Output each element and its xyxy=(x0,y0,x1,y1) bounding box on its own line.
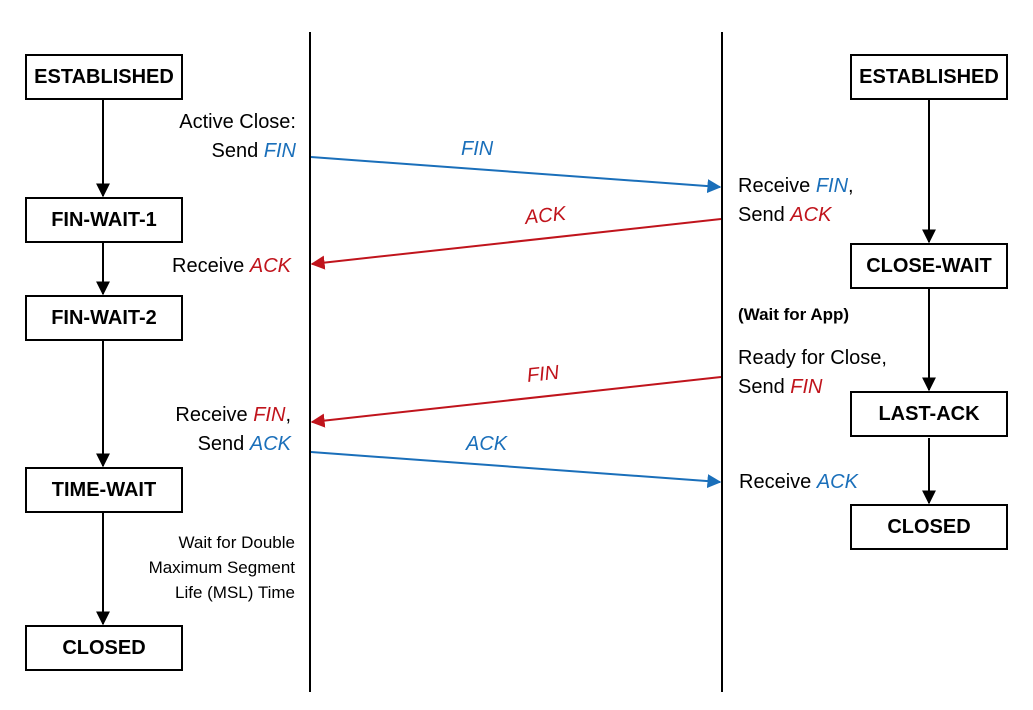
client-receive-fin-send-ack-note: Receive FIN, Send ACK xyxy=(175,401,291,459)
fin-message-label: FIN xyxy=(461,138,494,160)
server-receive-fin-send-ack-note: Receive FIN, Send ACK xyxy=(738,172,854,230)
active-close-line: Active Close: xyxy=(179,111,296,133)
server-state-close-wait: CLOSE-WAIT xyxy=(850,243,1008,289)
receive-word: Receive xyxy=(172,255,245,277)
client-state-fin-wait-2: FIN-WAIT-2 xyxy=(25,295,183,341)
ready-for-close-note: Ready for Close, Send FIN xyxy=(738,344,887,402)
ack-message-label: ACK xyxy=(466,433,508,455)
ready-for-close-line: Ready for Close, xyxy=(738,347,887,369)
receive-fin-line: Receive FIN, xyxy=(738,172,854,201)
ack-message-label: ACK xyxy=(523,202,567,229)
receive-word: Receive xyxy=(738,175,811,197)
fin-message-arrow xyxy=(310,376,722,428)
msl-wait-line: Wait for Double xyxy=(178,533,295,552)
msl-wait-line: Life (MSL) Time xyxy=(175,583,295,602)
msl-wait-note: Wait for Double Maximum Segment Life (MS… xyxy=(149,530,295,605)
msl-wait-line: Maximum Segment xyxy=(148,558,295,577)
client-state-established: ESTABLISHED xyxy=(25,54,183,100)
receive-fin-line: Receive FIN, xyxy=(175,401,291,430)
server-state-closed: CLOSED xyxy=(850,504,1008,550)
send-ack-line: Send ACK xyxy=(738,201,854,230)
comma: , xyxy=(285,404,291,426)
receive-word: Receive xyxy=(175,404,248,426)
ack-msg-text: ACK xyxy=(249,255,291,277)
active-close-note: Active Close: Send FIN xyxy=(179,108,296,166)
fin-msg-text: FIN xyxy=(253,404,286,426)
fin-msg-text: FIN xyxy=(790,376,823,398)
fin-message-arrow xyxy=(310,156,722,194)
wait-for-app-note: (Wait for App) xyxy=(738,305,850,324)
server-state-last-ack: LAST-ACK xyxy=(850,391,1008,437)
receive-word: Receive xyxy=(739,471,812,493)
ack-message-arrow xyxy=(310,451,722,489)
ack-msg-text: ACK xyxy=(249,433,291,455)
client-state-time-wait: TIME-WAIT xyxy=(25,467,183,513)
fin-msg-text: FIN xyxy=(263,140,296,162)
ack-message-arrow xyxy=(310,218,722,270)
send-word: Send xyxy=(211,140,259,162)
send-word: Send xyxy=(197,433,245,455)
fin-msg-text: FIN xyxy=(815,175,849,197)
send-word: Send xyxy=(738,204,785,226)
send-fin-line: Send FIN xyxy=(179,137,297,166)
fin-message-label: FIN xyxy=(525,361,561,387)
client-state-fin-wait-1: FIN-WAIT-1 xyxy=(25,197,183,243)
comma: , xyxy=(848,175,854,197)
ack-msg-text: ACK xyxy=(790,204,832,226)
client-state-closed: CLOSED xyxy=(25,625,183,671)
send-ack-line: Send ACK xyxy=(175,430,291,459)
send-word: Send xyxy=(738,376,785,398)
ack-msg-text: ACK xyxy=(816,471,858,493)
server-state-established: ESTABLISHED xyxy=(850,54,1008,100)
send-fin-line: Send FIN xyxy=(738,373,887,402)
server-receive-ack-note: Receive ACK xyxy=(739,468,858,497)
client-receive-ack-note: Receive ACK xyxy=(172,252,291,281)
